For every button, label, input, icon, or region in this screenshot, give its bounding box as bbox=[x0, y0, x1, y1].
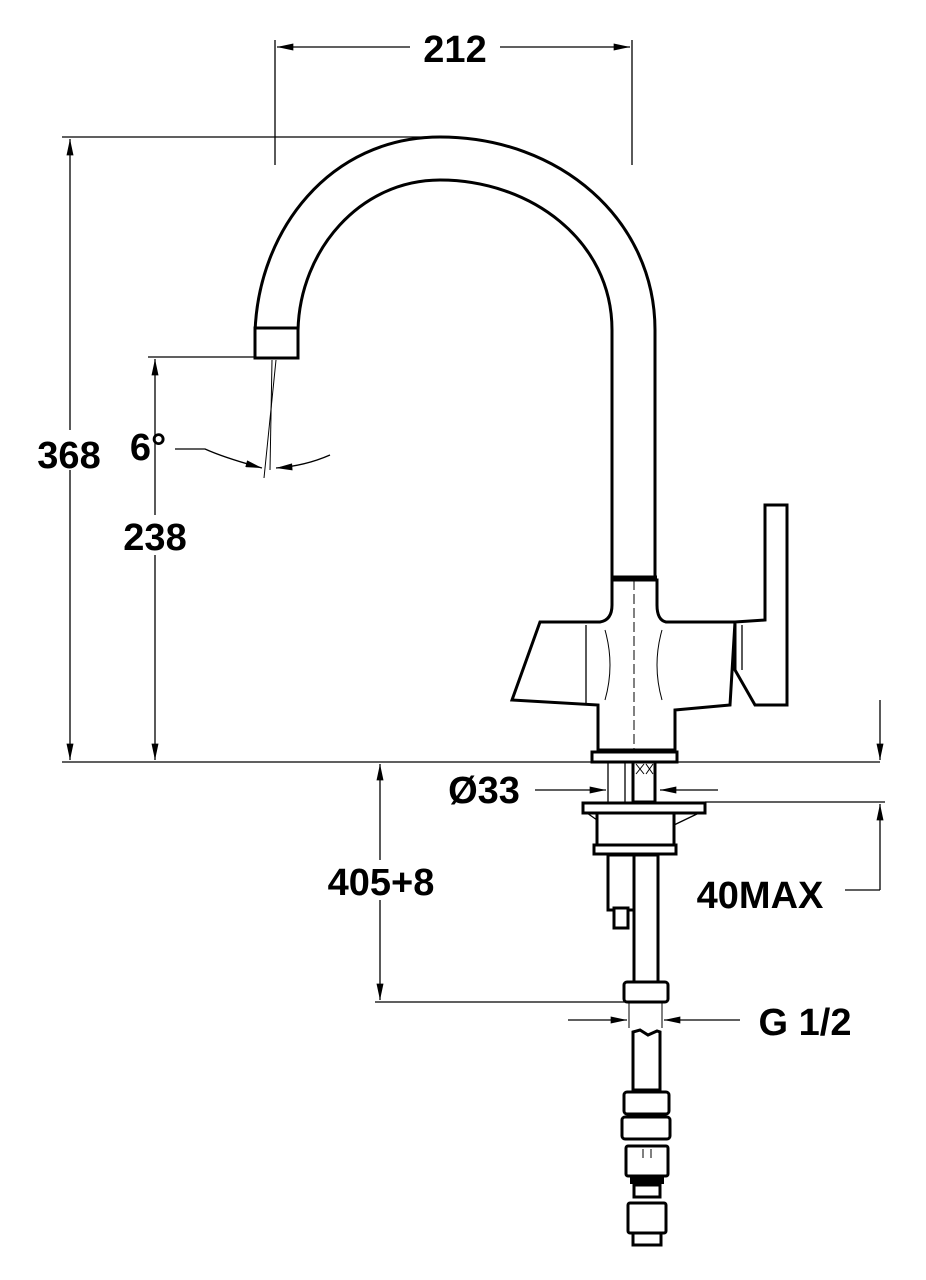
total-height-dimension: 368 bbox=[28, 136, 440, 761]
spout-angle-label: 6° bbox=[130, 427, 166, 469]
diameter-dimension: Ø33 bbox=[448, 770, 718, 812]
width-dimension: 212 bbox=[274, 29, 633, 165]
hose-length-label: 405+8 bbox=[328, 862, 435, 904]
width-label: 212 bbox=[423, 29, 486, 71]
hose-length-dimension: 405+8 bbox=[312, 763, 625, 1003]
deck-thickness-dimension: 40MAX bbox=[697, 700, 885, 917]
thread-dimension: G 1/2 bbox=[568, 1002, 851, 1044]
spout-angle-dimension: 6° bbox=[130, 359, 331, 479]
total-height-label: 368 bbox=[37, 435, 100, 477]
diameter-label: Ø33 bbox=[448, 770, 520, 812]
mounting-shank bbox=[581, 760, 707, 987]
spout-height-label: 238 bbox=[123, 517, 186, 559]
mixer-body bbox=[509, 503, 789, 770]
supply-hose bbox=[620, 980, 672, 1247]
spout-height-dimension: 238 bbox=[115, 356, 258, 761]
spout bbox=[253, 135, 657, 581]
deck-thickness-label: 40MAX bbox=[697, 875, 824, 917]
thread-label: G 1/2 bbox=[759, 1002, 852, 1044]
